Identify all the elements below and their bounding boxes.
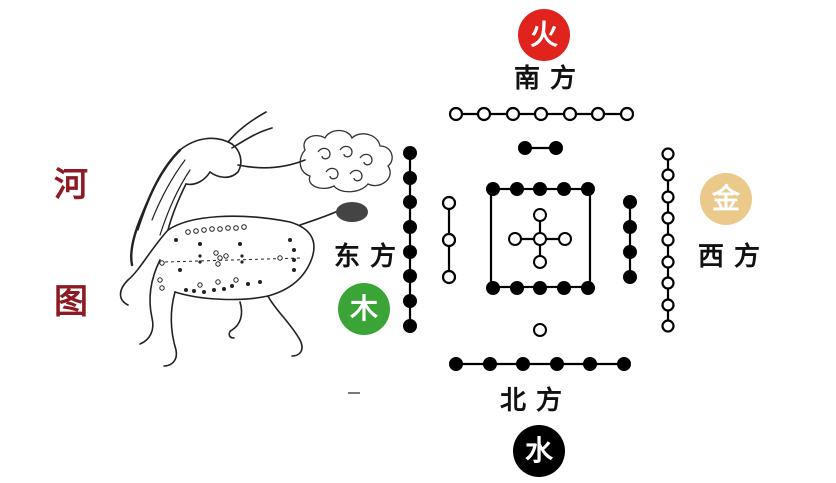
wood-element-badge: 木 (338, 283, 390, 335)
fire-element-char: 火 (529, 18, 558, 51)
water-element-badge: 水 (513, 425, 565, 477)
metal-element-badge: 金 (700, 173, 752, 225)
title-char-tu: 图 (54, 282, 88, 322)
water-element-char: 水 (524, 434, 553, 467)
fire-element-badge: 火 (518, 9, 570, 61)
south-direction-label: 南方 (514, 64, 587, 94)
tail-tuft (336, 202, 368, 222)
west-direction-label: 西方 (698, 242, 771, 272)
east-direction-label: 东方 (334, 242, 407, 272)
metal-element-char: 金 (711, 182, 740, 215)
title-char-he: 河 (54, 165, 88, 205)
north-direction-label: 北方 (500, 386, 573, 416)
wood-element-char: 木 (349, 292, 378, 325)
